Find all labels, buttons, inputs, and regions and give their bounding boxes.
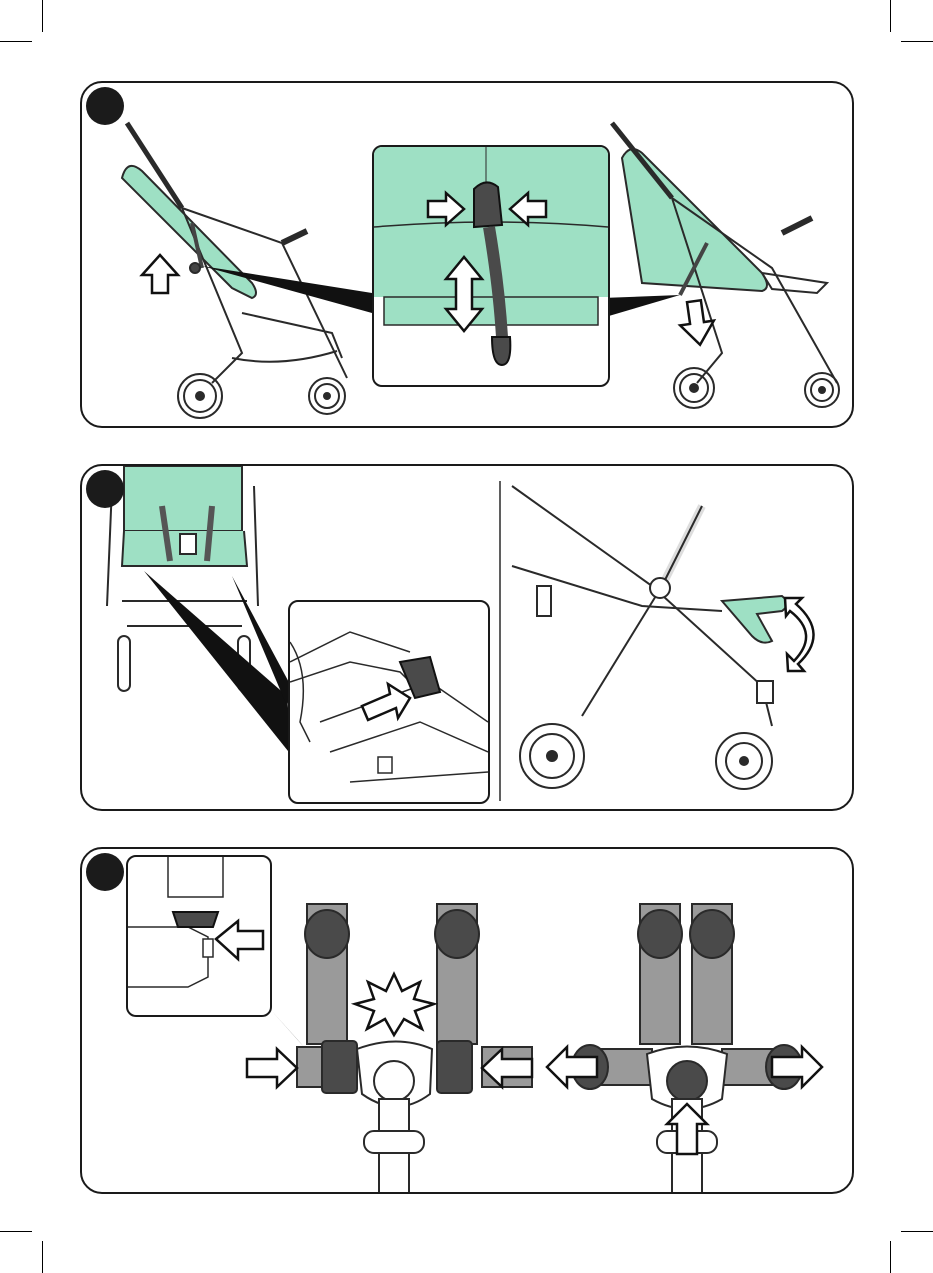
release-button-inset [288, 600, 490, 804]
arrow-up-icon [142, 255, 178, 293]
crop-mark [901, 41, 933, 42]
leg-rest [722, 596, 787, 643]
callout-pointer [202, 266, 372, 313]
harness-left [297, 904, 532, 1192]
step-1-marker [86, 87, 124, 125]
arrow-down-icon [677, 299, 717, 347]
buckle-detail-inset [126, 855, 272, 1017]
step-3-panel [80, 847, 854, 1194]
step-2-panel [80, 464, 854, 811]
crop-mark [42, 0, 43, 32]
stroller-right [612, 123, 839, 408]
release-button [400, 657, 440, 698]
step-2-marker [86, 470, 124, 508]
callout-pointer [602, 295, 680, 318]
step-1-panel [80, 81, 854, 428]
click-burst-icon [355, 974, 434, 1035]
crop-mark [0, 41, 32, 42]
crop-mark [0, 1231, 32, 1232]
crop-mark [42, 1241, 43, 1273]
push-arrow-icon [362, 684, 410, 720]
step-3-marker [86, 853, 124, 891]
press-arrow-icon [216, 921, 263, 959]
callout-pointer [270, 1009, 304, 1047]
strap-detail-inset [372, 145, 610, 387]
crop-mark [890, 0, 891, 32]
crop-mark [901, 1231, 933, 1232]
crop-mark [890, 1241, 891, 1273]
stroller-side [512, 486, 773, 789]
rotate-arrow-icon [785, 598, 814, 671]
